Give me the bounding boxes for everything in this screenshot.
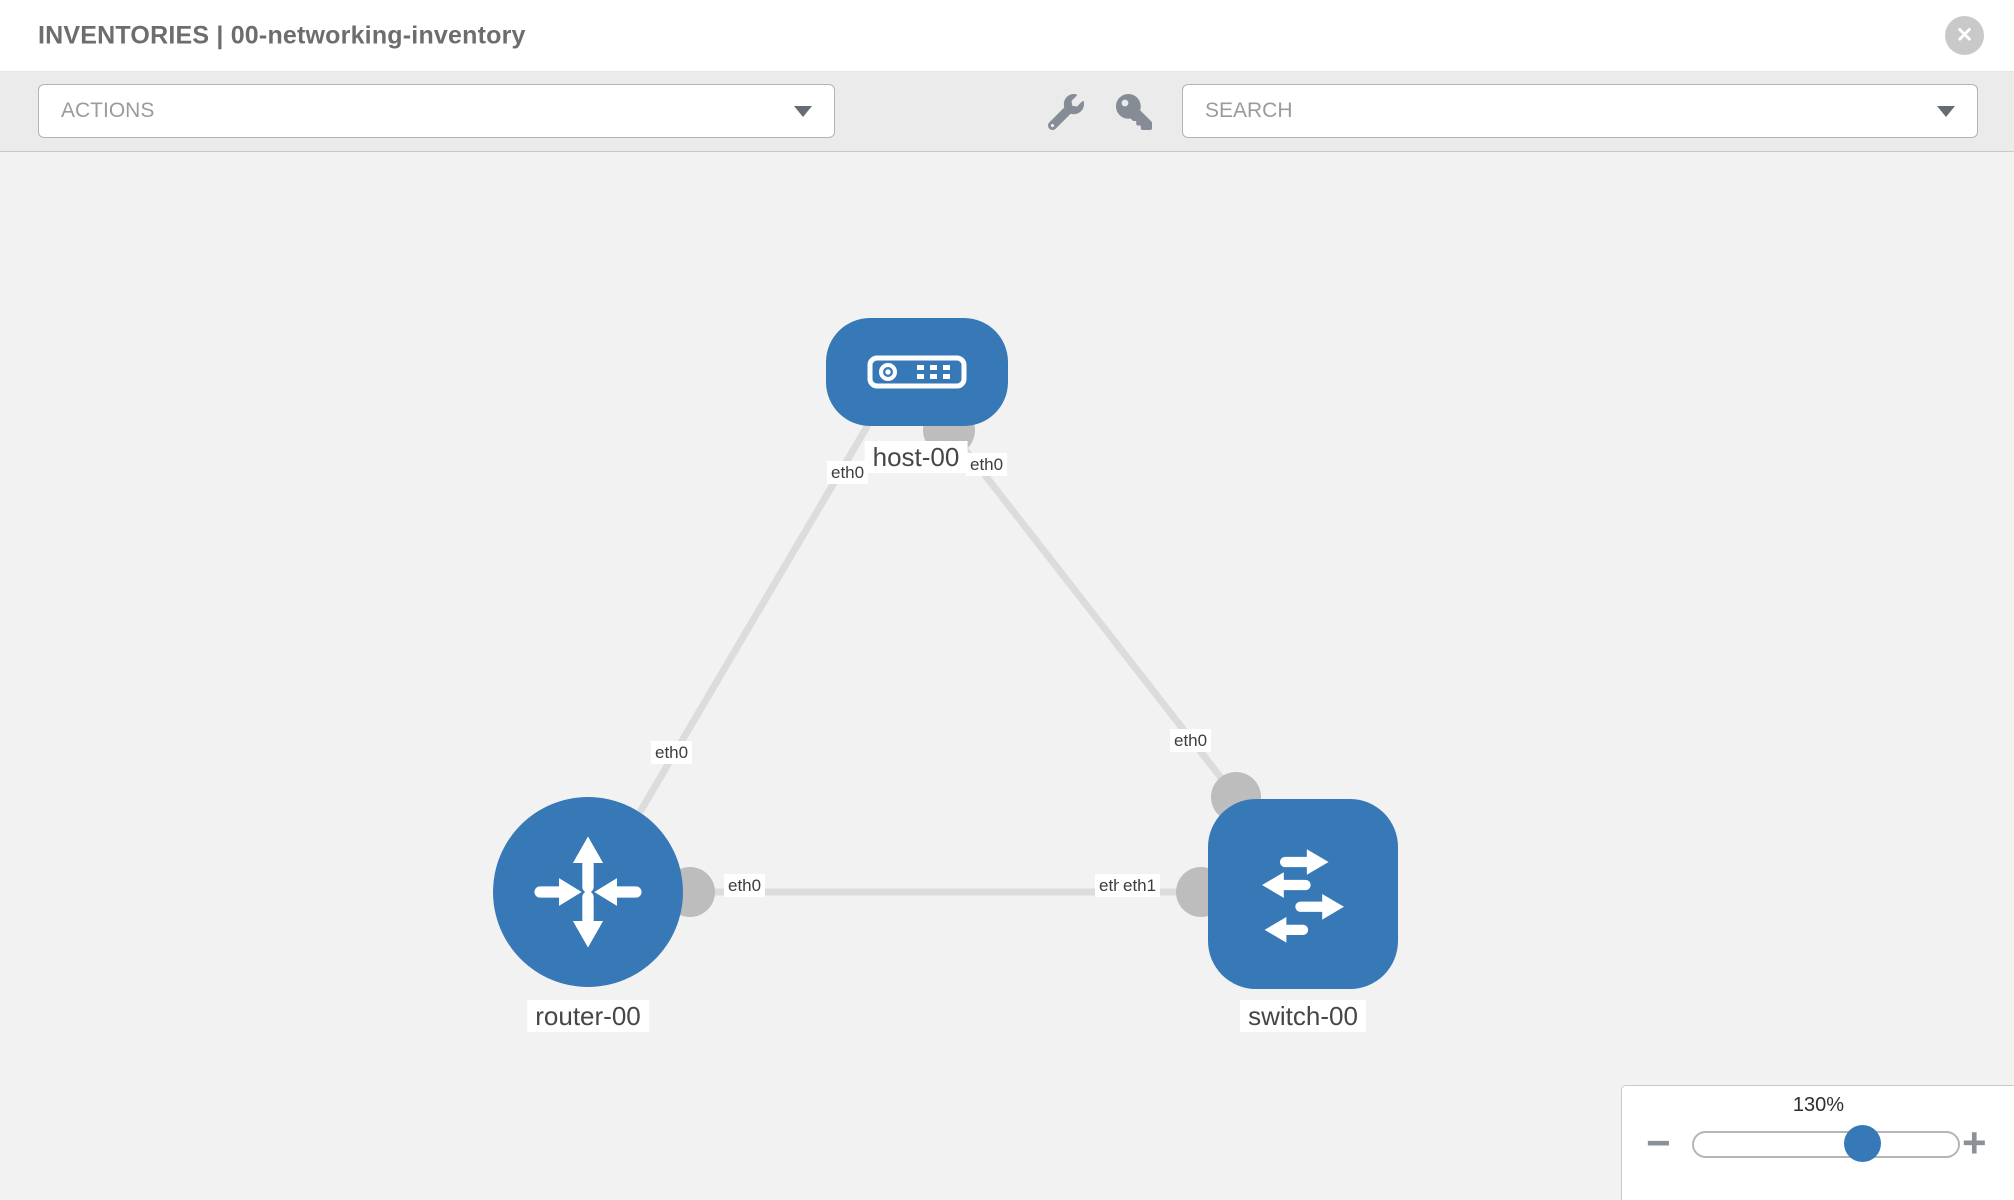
page-title: INVENTORIES | 00-networking-inventory: [38, 21, 526, 49]
if-label-middle-right: eth1: [1119, 874, 1161, 897]
key-icon[interactable]: [1116, 94, 1152, 130]
switch-icon: [1262, 849, 1344, 943]
if-label-switch-diag: eth0: [1170, 729, 1212, 752]
node-label-host: host-00: [864, 441, 968, 473]
actions-dropdown-label: ACTIONS: [61, 99, 155, 122]
if-label-host-left: eth0: [827, 461, 869, 484]
minus-icon: −: [1646, 1119, 1671, 1166]
wrench-icon[interactable]: [1047, 94, 1084, 131]
zoom-slider-thumb[interactable]: [1844, 1125, 1881, 1162]
close-icon[interactable]: ✕: [1945, 16, 1984, 55]
search-dropdown[interactable]: SEARCH: [1182, 84, 1978, 138]
search-dropdown-label: SEARCH: [1205, 99, 1293, 122]
if-label-router-diag: eth0: [651, 741, 693, 764]
topology-canvas[interactable]: host-00 router-00 switch-00 eth0 eth0 et…: [0, 152, 2014, 1200]
zoom-slider-track[interactable]: [1692, 1131, 1960, 1158]
zoom-panel: 130% − +: [1621, 1085, 2014, 1200]
node-label-router: router-00: [527, 1000, 649, 1032]
node-label-switch: switch-00: [1240, 1000, 1366, 1032]
header: INVENTORIES | 00-networking-inventory ✕: [0, 0, 2014, 72]
close-glyph: ✕: [1955, 24, 1974, 47]
host-icon: [867, 355, 967, 389]
node-router-00[interactable]: [493, 797, 683, 987]
topology-edges: [636, 404, 1261, 917]
if-label-host-right: eth0: [966, 453, 1008, 476]
toolbar: ACTIONS SEARCH: [0, 72, 2014, 152]
router-icon: [534, 836, 642, 948]
if-label-middle-left: eth0: [724, 874, 766, 897]
plus-icon: +: [1962, 1119, 1987, 1166]
actions-dropdown[interactable]: ACTIONS: [38, 84, 835, 138]
zoom-in-button[interactable]: +: [1962, 1122, 1987, 1164]
node-switch-00[interactable]: [1208, 799, 1398, 989]
node-host-00[interactable]: [826, 318, 1008, 426]
chevron-down-icon: [794, 106, 812, 117]
zoom-value: 130%: [1792, 1094, 1845, 1116]
zoom-out-button[interactable]: −: [1646, 1122, 1671, 1164]
chevron-down-icon: [1937, 106, 1955, 117]
